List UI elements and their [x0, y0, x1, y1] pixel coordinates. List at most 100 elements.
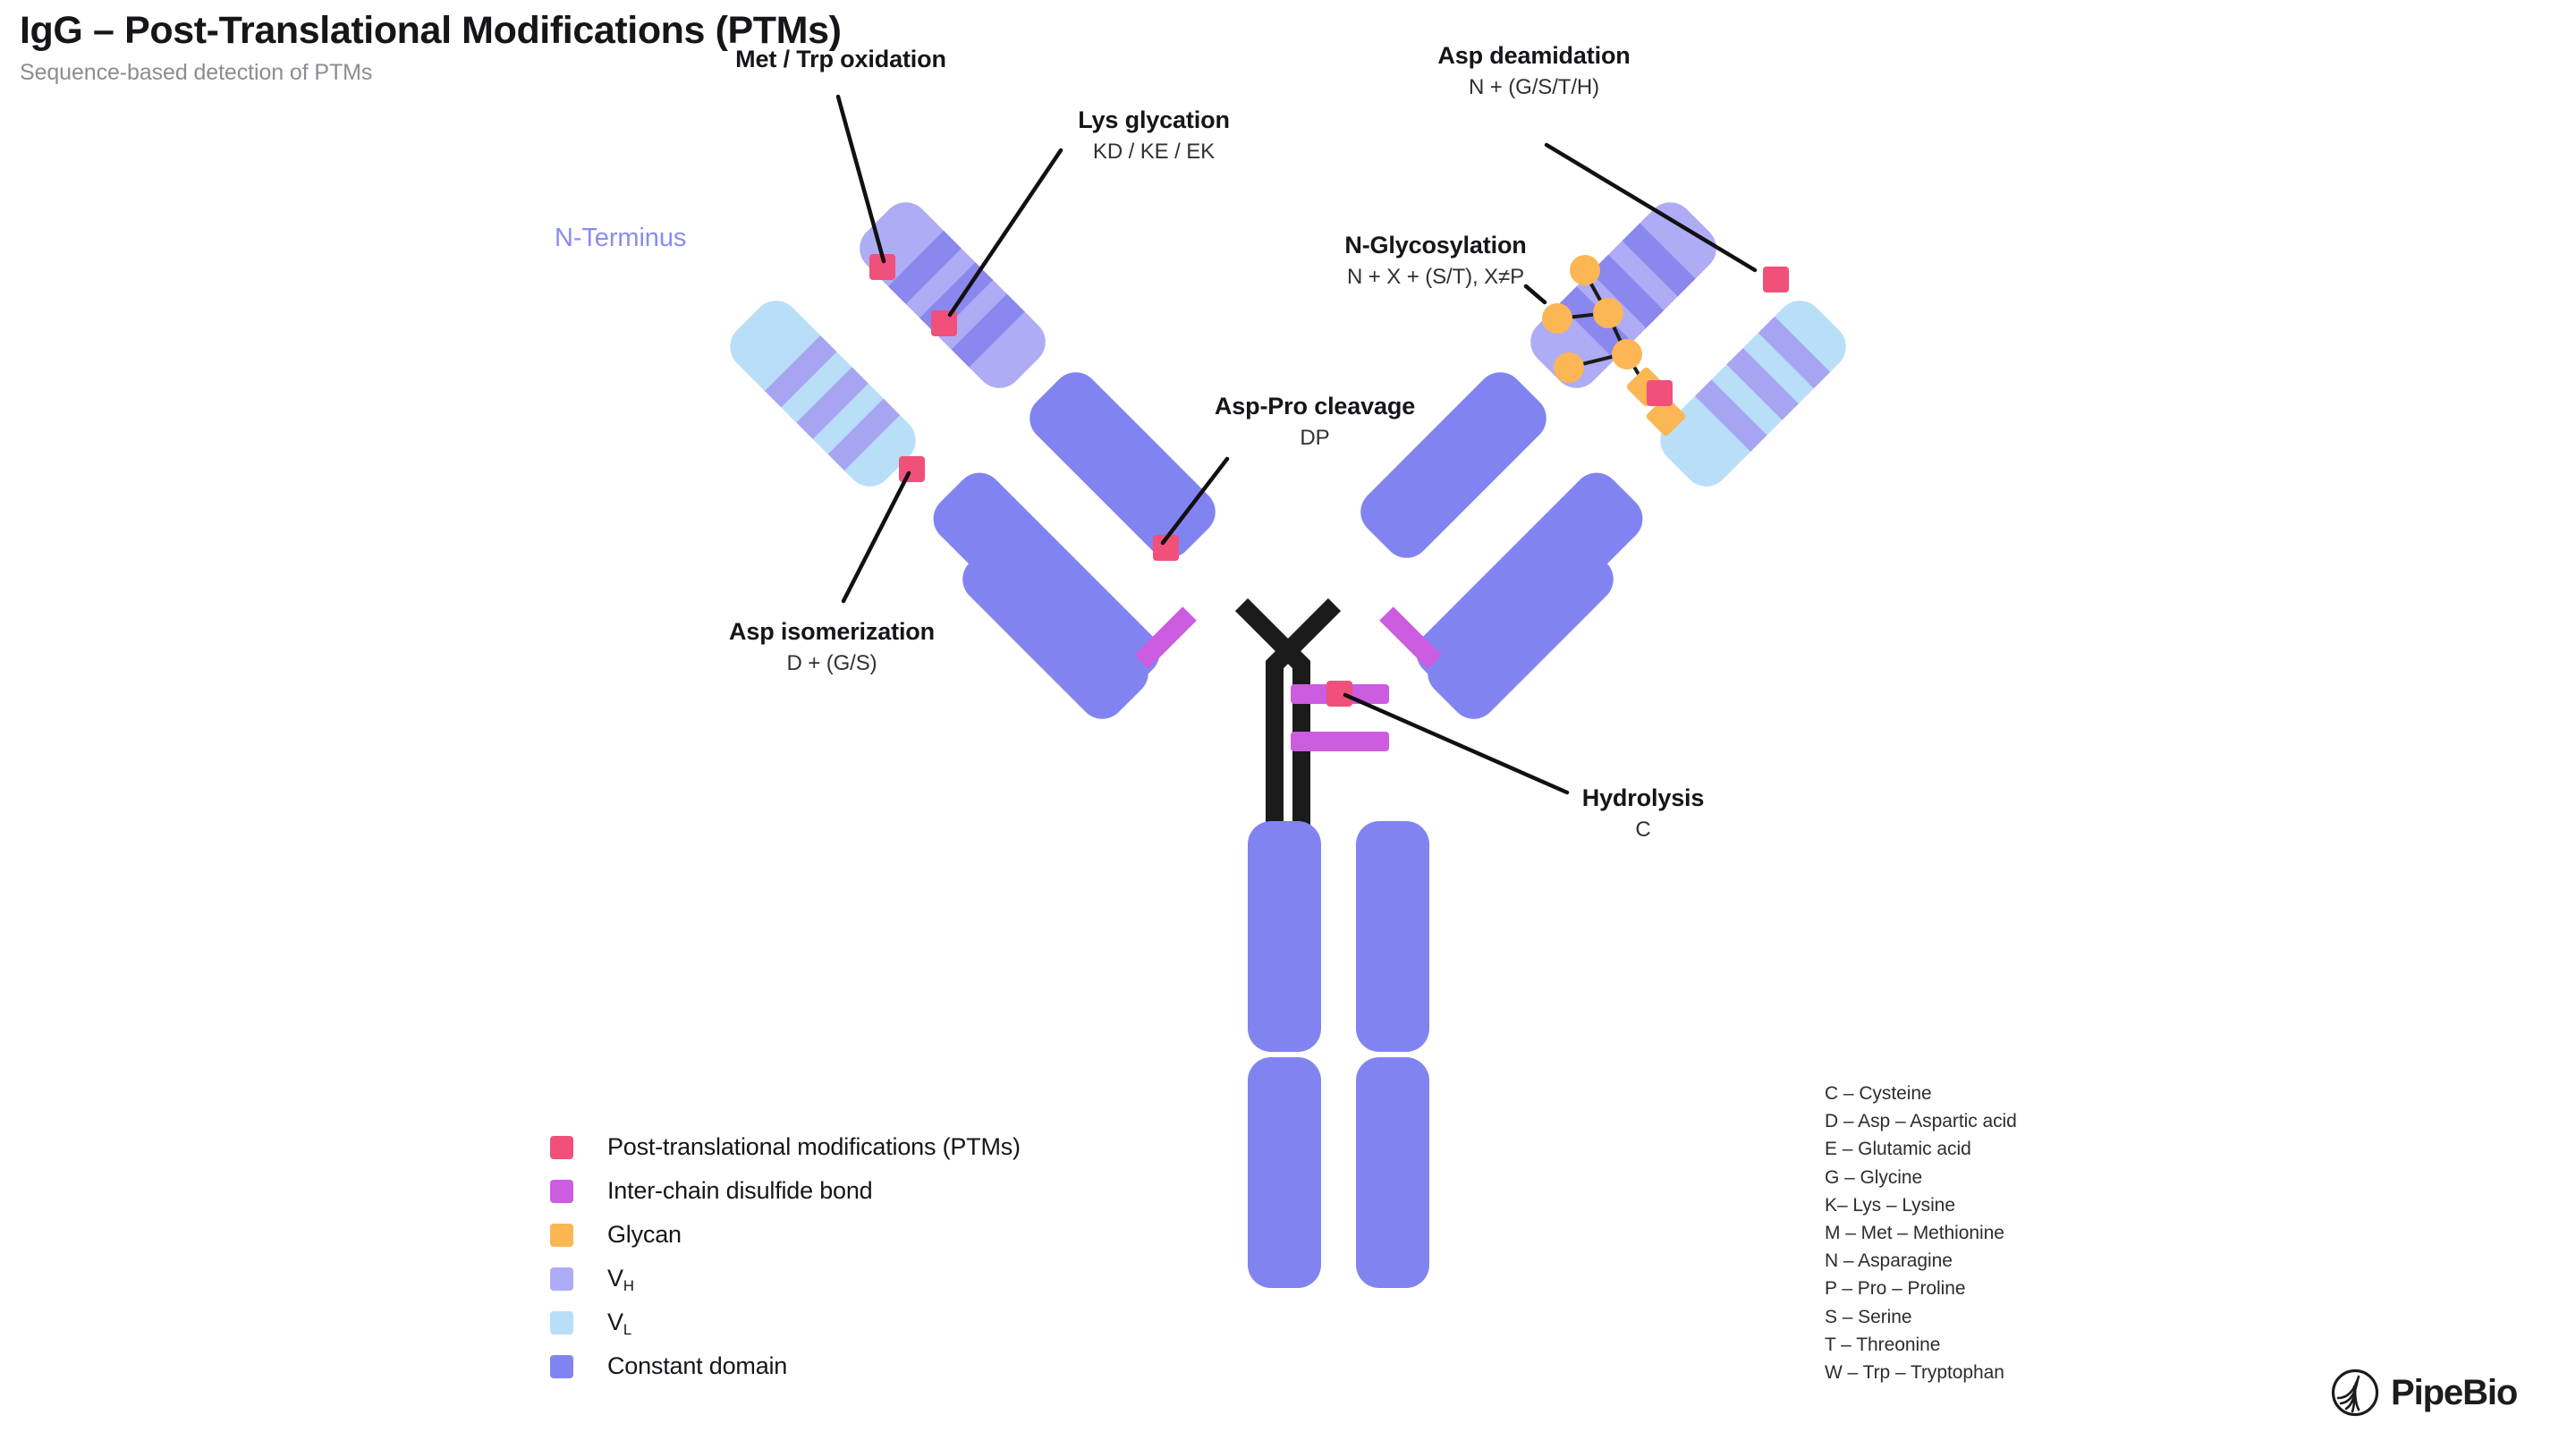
ptm-marker-nglycosylation[interactable]	[1647, 380, 1673, 406]
domain-vl-left	[730, 301, 916, 487]
ptm-marker-glycation[interactable]	[931, 310, 957, 336]
callout-title: Lys glycation	[1078, 106, 1230, 133]
disulfide-hinge-upper	[1291, 684, 1389, 704]
n-terminus-label: N-Terminus	[555, 224, 687, 252]
legend-item-ptm: Post-translational modifications (PTMs)	[550, 1125, 1021, 1169]
legend-item-glycan: Glycan	[550, 1213, 1021, 1257]
ptm-marker-hydrolysis[interactable]	[1326, 681, 1352, 707]
glycan-hexnac	[1626, 367, 1666, 407]
legend-label: Post-translational modifications (PTMs)	[607, 1133, 1021, 1160]
legend-swatch-ptm	[550, 1135, 573, 1159]
glycan-monosaccharide	[1593, 298, 1623, 328]
abbreviation-row: T – Threonine	[1825, 1334, 1941, 1355]
callout-subtitle: D + (G/S)	[786, 651, 877, 676]
leader-glycation	[947, 148, 1063, 318]
ptm-marker-deamidation[interactable]	[1763, 267, 1789, 292]
legend-label: Constant domain	[607, 1352, 788, 1379]
legend-label-sub: H	[623, 1276, 634, 1294]
abbreviation-row: E – Glutamic acid	[1825, 1139, 1971, 1160]
domain-ch1-lower-right	[1416, 472, 1643, 699]
glycan-monosaccharide	[1542, 303, 1572, 334]
legend-label-sub: L	[623, 1320, 631, 1338]
legend-item-vh: VH	[550, 1257, 1021, 1301]
callout-hydrolysis: Hydrolysis C	[1576, 784, 1710, 843]
fc-region	[1248, 821, 1429, 1288]
hinge-disulfide-bonds	[1291, 684, 1389, 751]
callout-title: Asp-Pro cleavage	[1214, 393, 1416, 419]
leader-isomerization	[841, 470, 911, 604]
abbreviation-row: D – Asp – Aspartic acid	[1825, 1111, 2017, 1132]
domain-vl-right	[1660, 301, 1846, 487]
callout-title: Met / Trp oxidation	[735, 46, 946, 72]
leader-deamidation	[1544, 142, 1758, 273]
legend-item-disulfide: Inter-chain disulfide bond	[550, 1169, 1021, 1213]
hinge-line-left	[1234, 597, 1310, 825]
callout-subtitle: DP	[1300, 426, 1330, 451]
leader-asppro	[1160, 456, 1230, 546]
abbreviation-row: C – Cysteine	[1825, 1083, 1932, 1104]
callout-subtitle: KD / KE / EK	[1092, 140, 1216, 165]
domain-ch2-right	[1356, 821, 1429, 1052]
callout-title: N-Glycosylation	[1344, 232, 1527, 258]
callout-nglycosylation: N-Glycosylation N + X + (S/T), X≠P	[1333, 231, 1538, 291]
glycan-monosaccharide	[1612, 339, 1642, 369]
abbreviation-row: N – Asparagine	[1825, 1250, 1953, 1272]
callout-title: Asp deamidation	[1437, 42, 1631, 69]
callout-subtitle: C	[1635, 818, 1651, 843]
leader-oxidation	[835, 94, 886, 264]
legend-label-main: V	[607, 1265, 623, 1292]
domain-ch2-left	[1248, 821, 1321, 1052]
legend-swatch-vl	[550, 1310, 573, 1335]
ptm-markers	[869, 254, 1789, 707]
page-subtitle: Sequence-based detection of PTMs	[20, 60, 373, 86]
ptm-marker-asppro[interactable]	[1153, 535, 1179, 561]
glycan-monosaccharide	[1570, 255, 1600, 285]
glycan-tree	[1542, 255, 1686, 436]
domain-vh-right	[1530, 202, 1716, 388]
leader-hydrolysis	[1343, 692, 1570, 795]
fab-arm-left	[730, 202, 1310, 825]
cdr-stripes-vh-left	[887, 230, 1025, 368]
callout-asppro-cleavage: Asp-Pro cleavage DP	[1203, 392, 1427, 452]
legend-label: VL	[607, 1309, 631, 1338]
abbreviation-row: M – Met – Methionine	[1825, 1223, 2004, 1244]
domain-cl-right	[1428, 533, 1614, 719]
callout-oxidation: Met / Trp oxidation	[707, 45, 975, 78]
legend-label-main: V	[607, 1309, 623, 1335]
disulfide-light-heavy-right	[1379, 606, 1442, 669]
pipebio-logo: PipeBio	[2331, 1368, 2518, 1417]
domain-ch3-right	[1356, 1057, 1429, 1288]
domain-ch1-left	[1030, 372, 1216, 558]
legend-swatch-vh	[550, 1267, 573, 1291]
legend-swatch-disulfide	[550, 1179, 573, 1203]
hinge-line-right	[1266, 597, 1342, 825]
glycan-monosaccharide	[1554, 352, 1584, 383]
callout-title: Hydrolysis	[1581, 784, 1705, 811]
cdr-stripes-vh-right	[1558, 223, 1696, 360]
pipebio-mark-icon	[2331, 1368, 2379, 1417]
abbreviation-row: S – Serine	[1825, 1306, 1912, 1327]
ptm-marker-oxidation[interactable]	[869, 254, 895, 280]
pipebio-wordmark: PipeBio	[2391, 1372, 2518, 1412]
callout-title: Asp isomerization	[729, 618, 935, 645]
callout-glycation: Lys glycation KD / KE / EK	[1064, 106, 1243, 165]
callout-subtitle: N + (G/S/T/H)	[1468, 75, 1600, 100]
disulfide-hinge-lower	[1291, 732, 1389, 751]
disulfide-light-heavy-left	[1134, 606, 1197, 669]
domain-cl-left	[962, 533, 1148, 719]
ptm-marker-isomerization[interactable]	[899, 456, 925, 482]
legend-item-constant-domain: Constant domain	[550, 1344, 1021, 1388]
legend-label: VH	[607, 1265, 634, 1294]
legend-label: Glycan	[607, 1221, 682, 1248]
callout-isomerization: Asp isomerization D + (G/S)	[720, 617, 944, 677]
abbreviation-row: K– Lys – Lysine	[1825, 1194, 1955, 1216]
legend-swatch-glycan	[550, 1223, 573, 1247]
legend-swatch-constant-domain	[550, 1354, 573, 1378]
domain-ch1-lower-left	[933, 472, 1160, 699]
legend: Post-translational modifications (PTMs) …	[550, 1125, 1021, 1388]
domain-vh-left	[860, 202, 1046, 388]
callout-subtitle: N + X + (S/T), X≠P	[1346, 265, 1525, 290]
page-title: IgG – Post-Translational Modifications (…	[20, 9, 842, 52]
page-header: IgG – Post-Translational Modifications (…	[20, 9, 842, 86]
